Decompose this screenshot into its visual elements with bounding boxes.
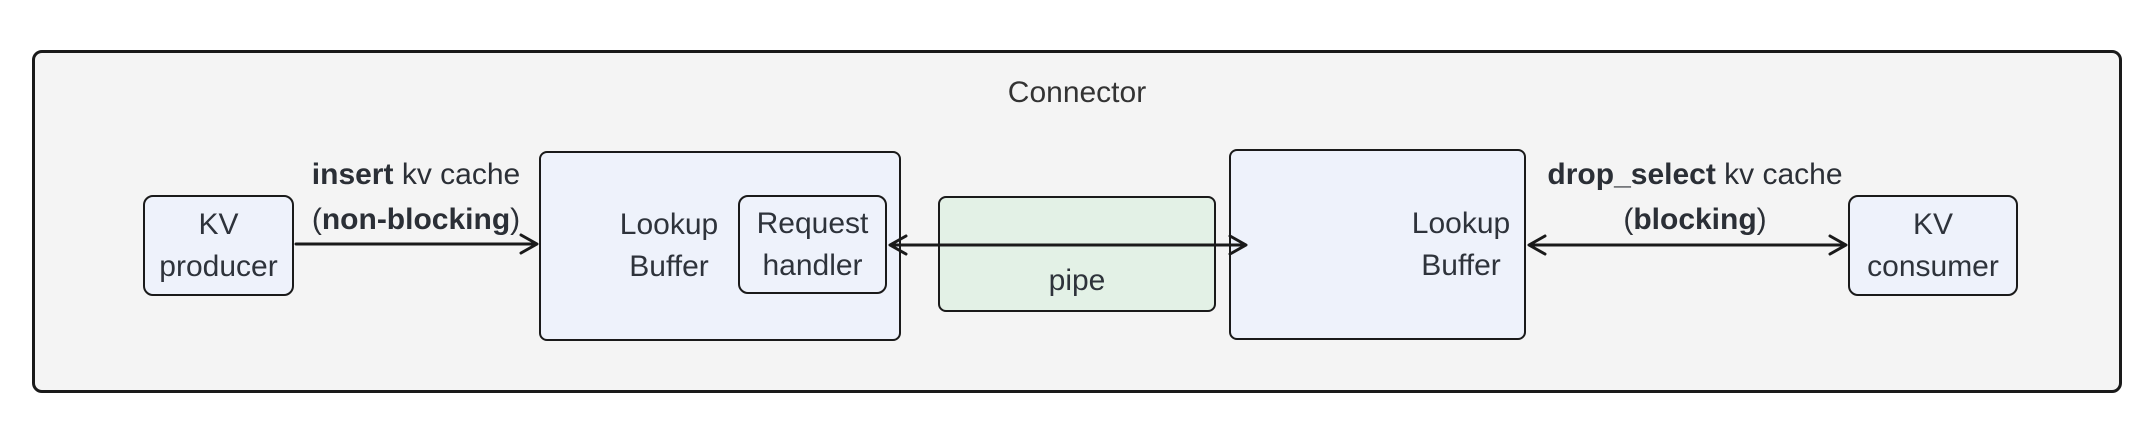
pipe-node: pipe [938,196,1216,312]
request-handler-left-line2: handler [762,248,863,282]
drop-select-edge-label: drop_select kv cache (blocking) [1547,158,1843,236]
connector-title: Connector [1007,76,1147,109]
kv-consumer-node: KV consumer [1848,195,2018,296]
kv-producer-label-line1: KV [198,207,239,241]
kv-consumer-label-line1: KV [1912,207,1954,241]
lookup-buffer-left-label: Lookup Buffer [619,208,719,283]
lookup-buffer-right-label: Lookup Buffer [1411,206,1511,282]
request-handler-left-line1: Request [756,206,869,240]
insert-edge-label: insert kv cache (non-blocking) [311,158,521,236]
lookup-buffer-right-node: Lookup Buffer [1229,149,1526,340]
kv-producer-label-line2: producer [159,249,278,283]
kv-consumer-label-line2: consumer [1867,249,1999,283]
request-handler-left-node: Request handler [738,195,887,294]
pipe-label: pipe [1048,264,1106,297]
kv-producer-node: KV producer [143,195,294,296]
